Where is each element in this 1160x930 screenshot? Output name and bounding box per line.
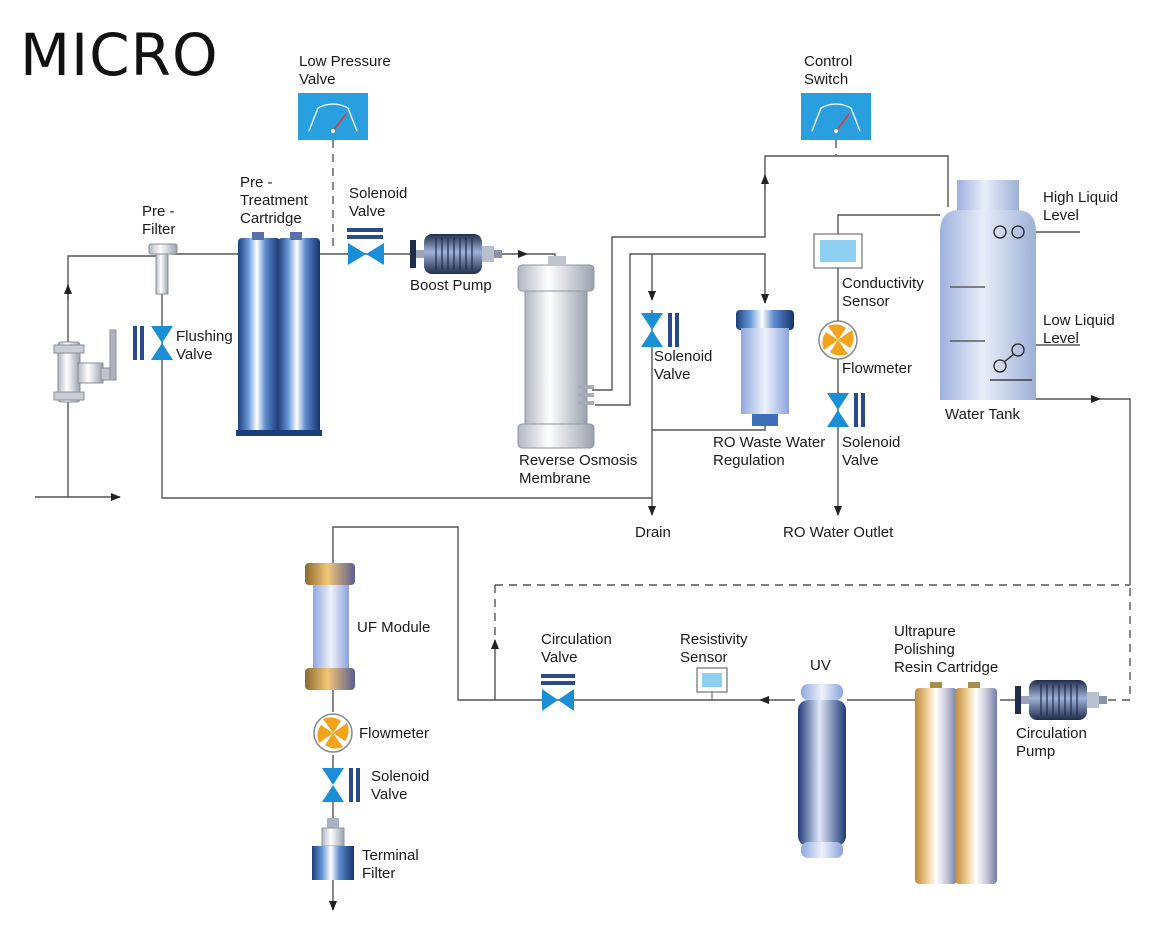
- flowmeter-top-icon: [818, 320, 858, 360]
- label-uf-module: UF Module: [357, 619, 430, 636]
- circulation-valve-icon: [541, 674, 575, 711]
- label-solenoid-valve-drain: Solenoid Valve: [654, 348, 717, 383]
- uv-lamp-icon: [798, 684, 846, 858]
- label-uv: UV: [810, 657, 831, 674]
- label-boost-pump: Boost Pump: [410, 277, 492, 294]
- ro-waste-regulation-icon: [736, 310, 794, 426]
- labels: Low Pressure Valve Control Switch Pre - …: [142, 53, 1122, 882]
- diagram-title: MICRO: [20, 21, 219, 89]
- label-low-pressure-valve: Low Pressure Valve: [299, 53, 395, 88]
- terminal-filter-icon: [312, 818, 354, 880]
- label-flowmeter-bottom: Flowmeter: [359, 725, 429, 742]
- label-terminal-filter: Terminal Filter: [362, 847, 423, 882]
- piping-bottom: [329, 526, 1130, 911]
- control-switch-gauge: [801, 93, 871, 140]
- label-solenoid-valve-outlet: Solenoid Valve: [842, 434, 905, 469]
- boost-pump-icon: [410, 234, 502, 274]
- label-ro-waste-regulation: RO Waste Water Regulation: [713, 434, 829, 469]
- label-pretreatment-cartridge: Pre - Treatment Cartridge: [240, 174, 312, 227]
- circulation-pump-icon: [1015, 680, 1107, 720]
- label-flushing-valve: Flushing Valve: [176, 328, 237, 363]
- label-water-tank: Water Tank: [945, 406, 1021, 423]
- label-polishing-cartridge: Ultrapure Polishing Resin Cartridge: [894, 623, 998, 676]
- uf-module-icon: [305, 563, 355, 690]
- solenoid-valve-top-icon: [347, 228, 384, 265]
- label-high-liquid-level: High Liquid Level: [1043, 189, 1122, 224]
- solenoid-valve-bottom-icon: [322, 768, 360, 802]
- polishing-cartridge-icon: [915, 682, 997, 884]
- label-drain: Drain: [635, 524, 671, 541]
- label-ro-membrane: Reverse Osmosis Membrane: [519, 452, 642, 487]
- resistivity-sensor-icon: [696, 667, 728, 700]
- label-ro-water-outlet: RO Water Outlet: [783, 524, 894, 541]
- label-flowmeter-top: Flowmeter: [842, 360, 912, 377]
- label-low-liquid-level: Low Liquid Level: [1043, 312, 1119, 347]
- ro-membrane-icon: [517, 256, 595, 449]
- label-solenoid-valve-bottom: Solenoid Valve: [371, 768, 434, 803]
- label-pre-filter: Pre - Filter: [142, 203, 179, 238]
- label-circulation-pump: Circulation Pump: [1016, 725, 1091, 760]
- low-pressure-valve-gauge: [298, 93, 368, 140]
- label-circulation-valve: Circulation Valve: [541, 631, 616, 666]
- pretreatment-cartridge-icon: [236, 232, 322, 436]
- label-conductivity-sensor: Conductivity Sensor: [842, 275, 928, 310]
- label-control-switch: Control Switch: [804, 53, 857, 88]
- pre-filter-icon: [148, 243, 178, 295]
- label-resistivity-sensor: Resistivity Sensor: [680, 631, 752, 666]
- solenoid-valve-drain-icon: [641, 313, 679, 347]
- water-tank-icon: [940, 180, 1036, 400]
- label-solenoid-valve-top: Solenoid Valve: [349, 185, 412, 220]
- inlet-ball-valve-icon: [53, 329, 117, 403]
- conductivity-sensor-icon: [813, 233, 863, 269]
- flushing-valve-icon: [133, 326, 173, 360]
- solenoid-valve-outlet-icon: [827, 393, 865, 427]
- flowmeter-bottom-icon: [313, 713, 353, 753]
